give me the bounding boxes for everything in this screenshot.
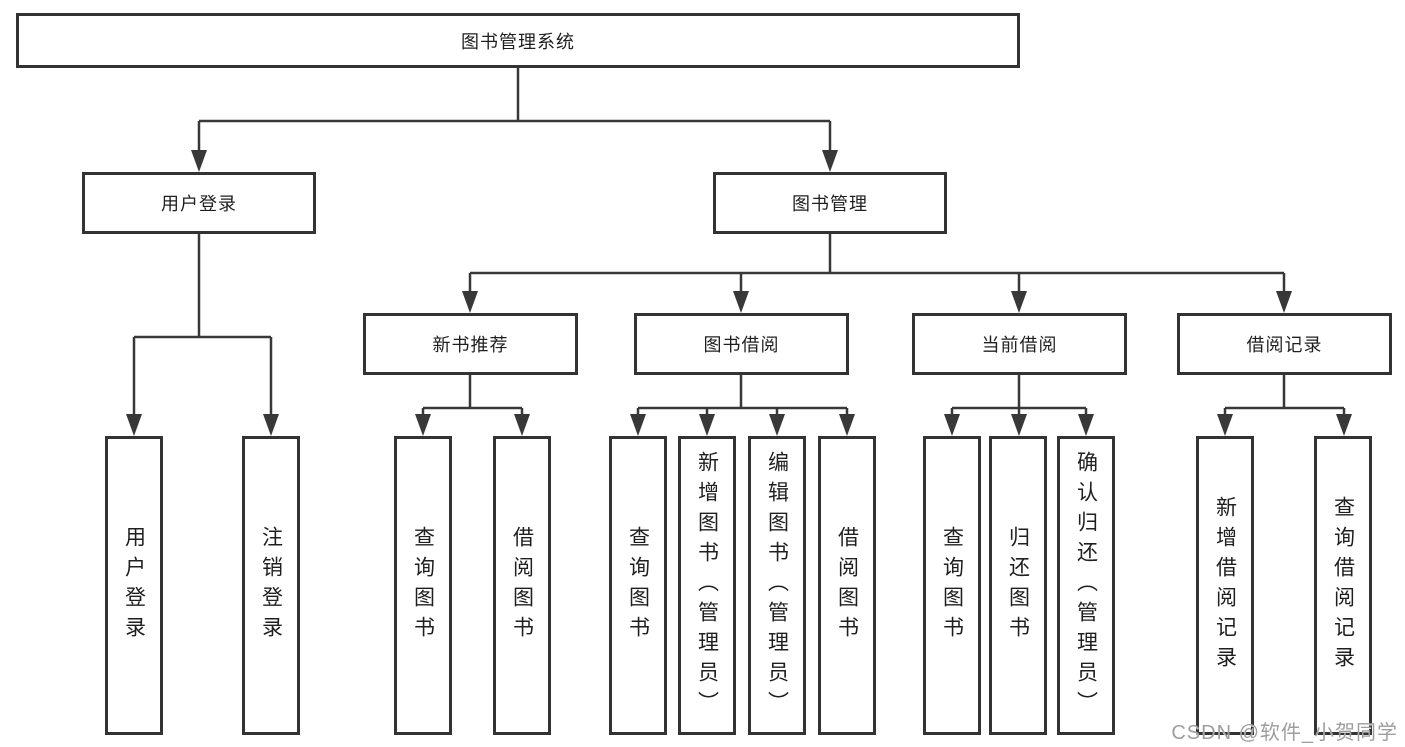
node-new-book-recommend: 新书推荐 (363, 313, 578, 375)
arrowhead-down-icon (126, 414, 142, 436)
arrowhead-down-icon (514, 414, 530, 436)
leaf-add-books-admin: 新增图书（管理员） (678, 436, 736, 735)
leaf-borrow-books: 借阅图书 (818, 436, 876, 735)
node-label: 新增图书（管理员） (695, 450, 719, 721)
node-label: 查询图书 (940, 525, 964, 646)
node-label: 当前借阅 (981, 335, 1058, 355)
node-label: 查询图书 (626, 525, 650, 646)
leaf-query-books: 查询图书 (609, 436, 667, 735)
node-book-borrowing: 图书借阅 (634, 313, 849, 375)
node-label: 图书管理 (792, 194, 868, 214)
leaf-edit-books-admin: 编辑图书（管理员） (748, 436, 806, 735)
leaf-return-books: 归还图书 (989, 436, 1047, 735)
node-label: 确认归还（管理员） (1074, 450, 1098, 721)
leaf-query-books: 查询图书 (923, 436, 981, 735)
node-label: 新书推荐 (432, 335, 509, 355)
node-current-borrowing: 当前借阅 (912, 313, 1127, 375)
node-label: 注销登录 (259, 525, 283, 646)
node-label: 新增借阅记录 (1213, 495, 1237, 676)
arrowhead-down-icon (1217, 414, 1233, 436)
csdn-watermark: CSDN @软件_小贺同学 (1171, 722, 1398, 744)
arrowhead-down-icon (822, 150, 838, 172)
arrowhead-down-icon (699, 414, 715, 436)
arrowhead-down-icon (1011, 414, 1027, 436)
arrowhead-group (126, 150, 1352, 436)
arrowhead-down-icon (1011, 291, 1027, 313)
node-label: 借阅图书 (835, 525, 859, 646)
leaf-query-borrow-record: 查询借阅记录 (1314, 436, 1372, 735)
arrowhead-down-icon (263, 414, 279, 436)
arrowhead-down-icon (630, 414, 646, 436)
node-label: 借阅记录 (1246, 335, 1323, 355)
node-label: 用户登录 (161, 194, 237, 214)
arrowhead-down-icon (769, 414, 785, 436)
node-label: 编辑图书（管理员） (765, 450, 789, 721)
leaf-user-login: 用户登录 (105, 436, 163, 735)
leaf-query-books: 查询图书 (394, 436, 452, 735)
node-borrowing-records: 借阅记录 (1177, 313, 1392, 375)
arrowhead-down-icon (1078, 414, 1094, 436)
node-label: 图书借阅 (703, 335, 780, 355)
arrowhead-down-icon (839, 414, 855, 436)
node-book-management: 图书管理 (713, 172, 947, 234)
arrowhead-down-icon (1336, 414, 1352, 436)
node-user-login: 用户登录 (82, 172, 316, 234)
arrowhead-down-icon (462, 291, 478, 313)
arrowhead-down-icon (944, 414, 960, 436)
arrowhead-down-icon (1276, 291, 1292, 313)
leaf-add-borrow-record: 新增借阅记录 (1196, 436, 1254, 735)
node-library-management-system: 图书管理系统 (16, 13, 1020, 68)
node-label: 查询借阅记录 (1331, 495, 1355, 676)
arrowhead-down-icon (733, 291, 749, 313)
node-label: 查询图书 (411, 525, 435, 646)
leaf-confirm-return-admin: 确认归还（管理员） (1057, 436, 1115, 735)
arrowhead-down-icon (415, 414, 431, 436)
tree-branch-lines (132, 68, 1346, 418)
node-label: 归还图书 (1006, 525, 1030, 646)
node-label: 用户登录 (122, 525, 146, 646)
node-label: 图书管理系统 (461, 31, 575, 52)
leaf-logout: 注销登录 (242, 436, 300, 735)
node-label: 借阅图书 (510, 525, 534, 646)
leaf-borrow-books: 借阅图书 (493, 436, 551, 735)
arrowhead-down-icon (191, 150, 207, 172)
